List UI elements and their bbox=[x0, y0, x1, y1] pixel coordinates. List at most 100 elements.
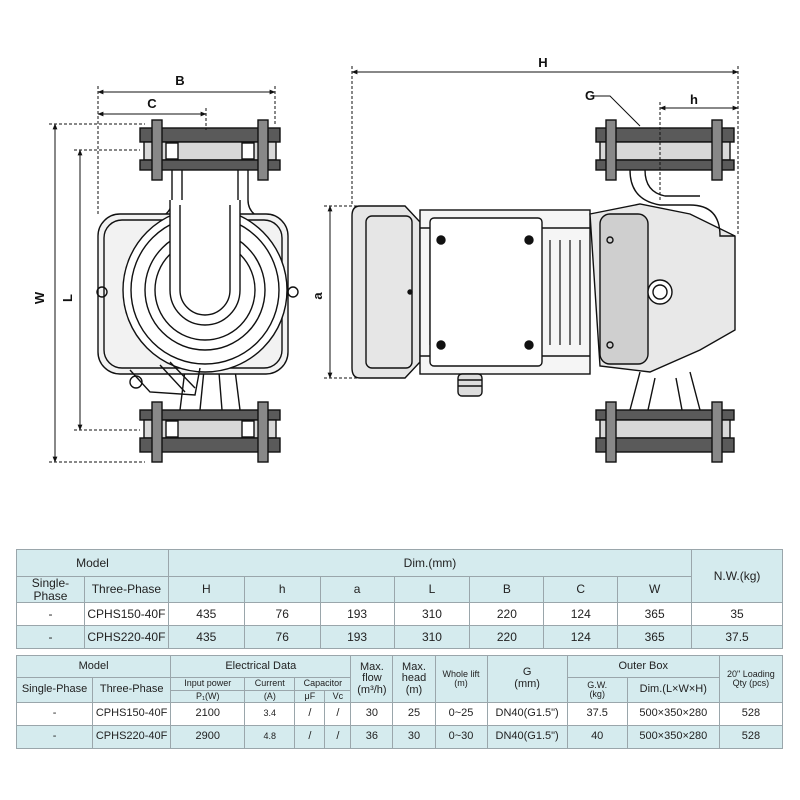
cell: 4.8 bbox=[244, 725, 296, 749]
cell: 310 bbox=[393, 625, 471, 650]
current-unit: (A) bbox=[244, 690, 296, 703]
cell: 193 bbox=[319, 625, 395, 650]
cell: 220 bbox=[469, 625, 545, 650]
cell: 36 bbox=[350, 725, 394, 749]
input-power-header: Input power bbox=[170, 677, 246, 691]
g-header: G (mm) bbox=[486, 655, 568, 703]
col-header: L bbox=[393, 575, 471, 604]
cell: 124 bbox=[543, 625, 619, 650]
cell: 35 bbox=[691, 602, 783, 627]
cell: DN40(G1.5") bbox=[486, 725, 568, 749]
current-header: Current bbox=[244, 677, 296, 691]
capacitor-header: Capacitor bbox=[294, 677, 352, 691]
box-dim-header: Dim.(L×W×H) bbox=[626, 677, 720, 703]
cell: 500×350×280 bbox=[626, 702, 720, 726]
cell: 435 bbox=[167, 602, 245, 627]
col-header: C bbox=[543, 575, 619, 604]
whole-lift-header: Whole lift (m) bbox=[434, 655, 488, 703]
cell: 2100 bbox=[170, 702, 246, 726]
cell: 528 bbox=[718, 725, 784, 749]
dim-label-h-upper: H bbox=[538, 55, 547, 70]
vc-unit: Vc bbox=[324, 690, 352, 703]
cell: 365 bbox=[617, 602, 693, 627]
outer-box-header: Outer Box bbox=[566, 655, 720, 678]
loading-qty-header: 20" Loading Qty (pcs) bbox=[718, 655, 784, 703]
cell: 3.4 bbox=[244, 702, 296, 726]
dim-label-l: L bbox=[60, 294, 75, 302]
gw-header-label: G.W. bbox=[587, 679, 608, 690]
performance-table: Model Electrical Data Max. flow (m³/h) M… bbox=[15, 655, 784, 749]
cell: / bbox=[294, 725, 326, 749]
three-phase-header: Three-Phase bbox=[92, 677, 172, 703]
cell: 2900 bbox=[170, 725, 246, 749]
table-row: - CPHS150-40F 435 76 193 310 220 124 365… bbox=[16, 602, 783, 627]
side-view-dimensions bbox=[324, 66, 739, 379]
table-row: - CPHS220-40F 2900 4.8 / / 36 30 0~30 DN… bbox=[15, 725, 784, 749]
dim-label-c: C bbox=[147, 96, 157, 111]
cell: 0~30 bbox=[434, 725, 488, 749]
col-header: B bbox=[469, 575, 545, 604]
table-row: - CPHS150-40F 2100 3.4 / / 30 25 0~25 DN… bbox=[15, 702, 784, 726]
gw-header-unit: (kg) bbox=[589, 689, 605, 699]
cell: / bbox=[294, 702, 326, 726]
cell: - bbox=[15, 702, 94, 726]
dim-label-a: a bbox=[310, 292, 325, 300]
table-row: - CPHS220-40F 435 76 193 310 220 124 365… bbox=[16, 625, 783, 650]
cell: 40 bbox=[566, 725, 628, 749]
cell: 435 bbox=[167, 625, 245, 650]
cell: 500×350×280 bbox=[626, 725, 720, 749]
single-phase-header: Single-Phase bbox=[16, 575, 85, 604]
dim-label-g: G bbox=[585, 88, 595, 103]
cell: 37.5 bbox=[566, 702, 628, 726]
cell: DN40(G1.5") bbox=[486, 702, 568, 726]
max-flow-header: Max. flow (m³/h) bbox=[350, 655, 394, 703]
uf-unit: μF bbox=[294, 690, 326, 703]
cell: 124 bbox=[543, 602, 619, 627]
cell: 220 bbox=[469, 602, 545, 627]
cell: 0~25 bbox=[434, 702, 488, 726]
cell: 193 bbox=[319, 602, 395, 627]
cell: CPHS150-40F bbox=[92, 702, 172, 726]
dimensions-table: Model Dim.(mm) N.W.(kg) Single-Phase Thr… bbox=[16, 548, 783, 650]
col-header: h bbox=[243, 575, 321, 604]
cell: 365 bbox=[617, 625, 693, 650]
cell: 310 bbox=[393, 602, 471, 627]
model-header: Model bbox=[15, 655, 172, 678]
cell: - bbox=[16, 625, 85, 650]
col-header: W bbox=[617, 575, 693, 604]
model-header: Model bbox=[16, 549, 169, 577]
cell: 37.5 bbox=[691, 625, 783, 650]
cell: 30 bbox=[350, 702, 394, 726]
cell: / bbox=[324, 702, 352, 726]
cell: 30 bbox=[392, 725, 436, 749]
cell: - bbox=[15, 725, 94, 749]
cell: 25 bbox=[392, 702, 436, 726]
cell: 76 bbox=[243, 625, 321, 650]
cell: 528 bbox=[718, 702, 784, 726]
side-view bbox=[351, 119, 736, 463]
pump-dimension-drawing: B C W L bbox=[32, 55, 739, 463]
cell: CPHS220-40F bbox=[83, 625, 169, 650]
g-header-unit: (mm) bbox=[514, 678, 540, 690]
gw-header: G.W. (kg) bbox=[566, 677, 628, 703]
dim-label-b: B bbox=[175, 73, 184, 88]
front-view-dimensions bbox=[49, 86, 276, 463]
cell: 76 bbox=[243, 602, 321, 627]
single-phase-header: Single-Phase bbox=[15, 677, 94, 703]
col-header: H bbox=[167, 575, 245, 604]
cell: - bbox=[16, 602, 85, 627]
input-power-unit: P₁(W) bbox=[170, 690, 246, 703]
dim-label-w: W bbox=[32, 291, 47, 304]
max-head-header: Max. head (m) bbox=[392, 655, 436, 703]
dim-label-h-lower: h bbox=[690, 92, 698, 107]
nw-header: N.W.(kg) bbox=[691, 548, 783, 604]
three-phase-header: Three-Phase bbox=[83, 575, 169, 604]
g-header-label: G bbox=[522, 666, 532, 679]
front-view bbox=[96, 119, 299, 463]
cell: CPHS150-40F bbox=[83, 602, 169, 627]
dim-header: Dim.(mm) bbox=[167, 549, 693, 577]
col-header: a bbox=[319, 575, 395, 604]
electrical-header: Electrical Data bbox=[170, 655, 352, 678]
cell: / bbox=[324, 725, 352, 749]
cell: CPHS220-40F bbox=[92, 725, 172, 749]
